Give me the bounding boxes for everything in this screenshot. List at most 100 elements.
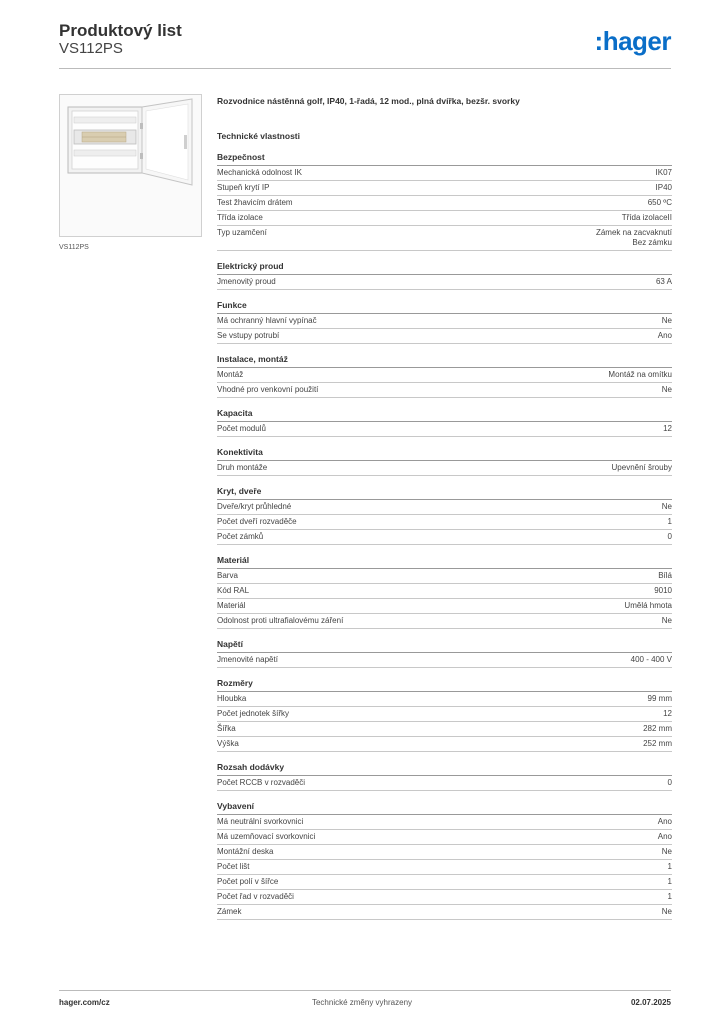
- spec-value: Ano: [657, 331, 672, 340]
- spec-value: 400 - 400 V: [630, 655, 672, 664]
- page-title: Produktový list: [59, 21, 182, 40]
- spec-row: Kód RAL 9010: [217, 584, 672, 599]
- spec-value: 99 mm: [647, 694, 672, 703]
- spec-value: 650 ºC: [647, 198, 672, 207]
- spec-label: Test žhavicím drátem: [217, 198, 293, 207]
- section-title: Funkce: [217, 300, 672, 314]
- spec-value: 282 mm: [643, 724, 672, 733]
- spec-value: 63 A: [655, 277, 672, 286]
- spec-value: Ne: [661, 616, 672, 625]
- section-title: Rozsah dodávky: [217, 762, 672, 776]
- spec-label: Počet jednotek šířky: [217, 709, 290, 718]
- spec-label: Mechanická odolnost IK: [217, 168, 302, 177]
- spec-value: Ano: [657, 832, 672, 841]
- spec-value: 1: [667, 517, 672, 526]
- spec-label: Jmenovitý proud: [217, 277, 276, 286]
- spec-label: Má ochranný hlavní vypínač: [217, 316, 317, 325]
- spec-label: Počet RCCB v rozvaděči: [217, 778, 306, 787]
- section-title: Rozměry: [217, 678, 672, 692]
- product-description: Rozvodnice nástěnná golf, IP40, 1-řadá, …: [217, 96, 520, 106]
- spec-value: Ne: [661, 502, 672, 511]
- section-title: Vybavení: [217, 801, 672, 815]
- spec-value: 12: [663, 424, 672, 433]
- product-image: [59, 94, 202, 237]
- spec-value: 9010: [654, 586, 672, 595]
- spec-label: Počet zámků: [217, 532, 264, 541]
- section-title: Napětí: [217, 639, 672, 653]
- spec-row: Počet dveří rozvaděče 1: [217, 515, 672, 530]
- spec-row: Počet řad v rozvaděči 1: [217, 890, 672, 905]
- spec-row: Hloubka 99 mm: [217, 692, 672, 707]
- spec-row: Mechanická odolnost IK IK07: [217, 166, 672, 181]
- footer-notice: Technické změny vyhrazeny: [311, 998, 413, 1007]
- spec-value: Bílá: [658, 571, 672, 580]
- header-divider: [59, 68, 671, 69]
- footer-date: 02.07.2025: [630, 998, 671, 1007]
- image-caption: VS112PS: [59, 244, 89, 251]
- section-title: Kryt, dveře: [217, 486, 672, 500]
- footer-website[interactable]: hager.com/cz: [59, 998, 110, 1007]
- spec-value: 1: [667, 877, 672, 886]
- spec-label: Montážní deska: [217, 847, 274, 856]
- product-code: VS112PS: [59, 40, 123, 57]
- spec-label: Má uzemňovací svorkovnici: [217, 832, 316, 841]
- spec-value: Upevnění šrouby: [611, 463, 672, 472]
- spec-value: Ne: [661, 907, 672, 916]
- section-title: Konektivita: [217, 447, 672, 461]
- spec-value: Ne: [661, 316, 672, 325]
- spec-label: Kód RAL: [217, 586, 250, 595]
- section-title: Elektrický proud: [217, 261, 672, 275]
- spec-row: Počet jednotek šířky 12: [217, 707, 672, 722]
- spec-label: Má neutrální svorkovnici: [217, 817, 304, 826]
- spec-label: Zámek: [217, 907, 242, 916]
- spec-label: Počet řad v rozvaděči: [217, 892, 294, 901]
- spec-label: Hloubka: [217, 694, 247, 703]
- spec-label: Montáž: [217, 370, 244, 379]
- spec-value: 1: [667, 892, 672, 901]
- spec-value: 12: [663, 709, 672, 718]
- spec-label: Počet modulů: [217, 424, 266, 433]
- spec-value: IK07: [655, 168, 672, 177]
- spec-label: Počet dveří rozvaděče: [217, 517, 297, 526]
- spec-label: Typ uzamčení: [217, 228, 267, 237]
- distribution-board-illustration: [67, 98, 193, 186]
- spec-value: Umělá hmota: [624, 601, 672, 610]
- spec-label: Výška: [217, 739, 239, 748]
- footer-divider: [59, 990, 671, 991]
- spec-label: Počet polí v šířce: [217, 877, 279, 886]
- spec-row: Má ochranný hlavní vypínač Ne: [217, 314, 672, 329]
- spec-row: Typ uzamčení Zámek na zacvaknutí Bez zámk…: [217, 226, 672, 251]
- section-title: Instalace, montáž: [217, 354, 672, 368]
- spec-section: Funkce Má ochranný hlavní vypínač Ne Se vst…: [217, 300, 672, 344]
- spec-row: Zámek Ne: [217, 905, 672, 920]
- spec-value: Zámek na zacvaknutí Bez zámku: [595, 228, 672, 247]
- spec-row: Jmenovitý proud 63 A: [217, 275, 672, 290]
- spec-row: Test žhavicím drátem 650 ºC: [217, 196, 672, 211]
- spec-label: Dveře/kryt průhledné: [217, 502, 292, 511]
- spec-value: 0: [667, 778, 672, 787]
- section-title: Materiál: [217, 555, 672, 569]
